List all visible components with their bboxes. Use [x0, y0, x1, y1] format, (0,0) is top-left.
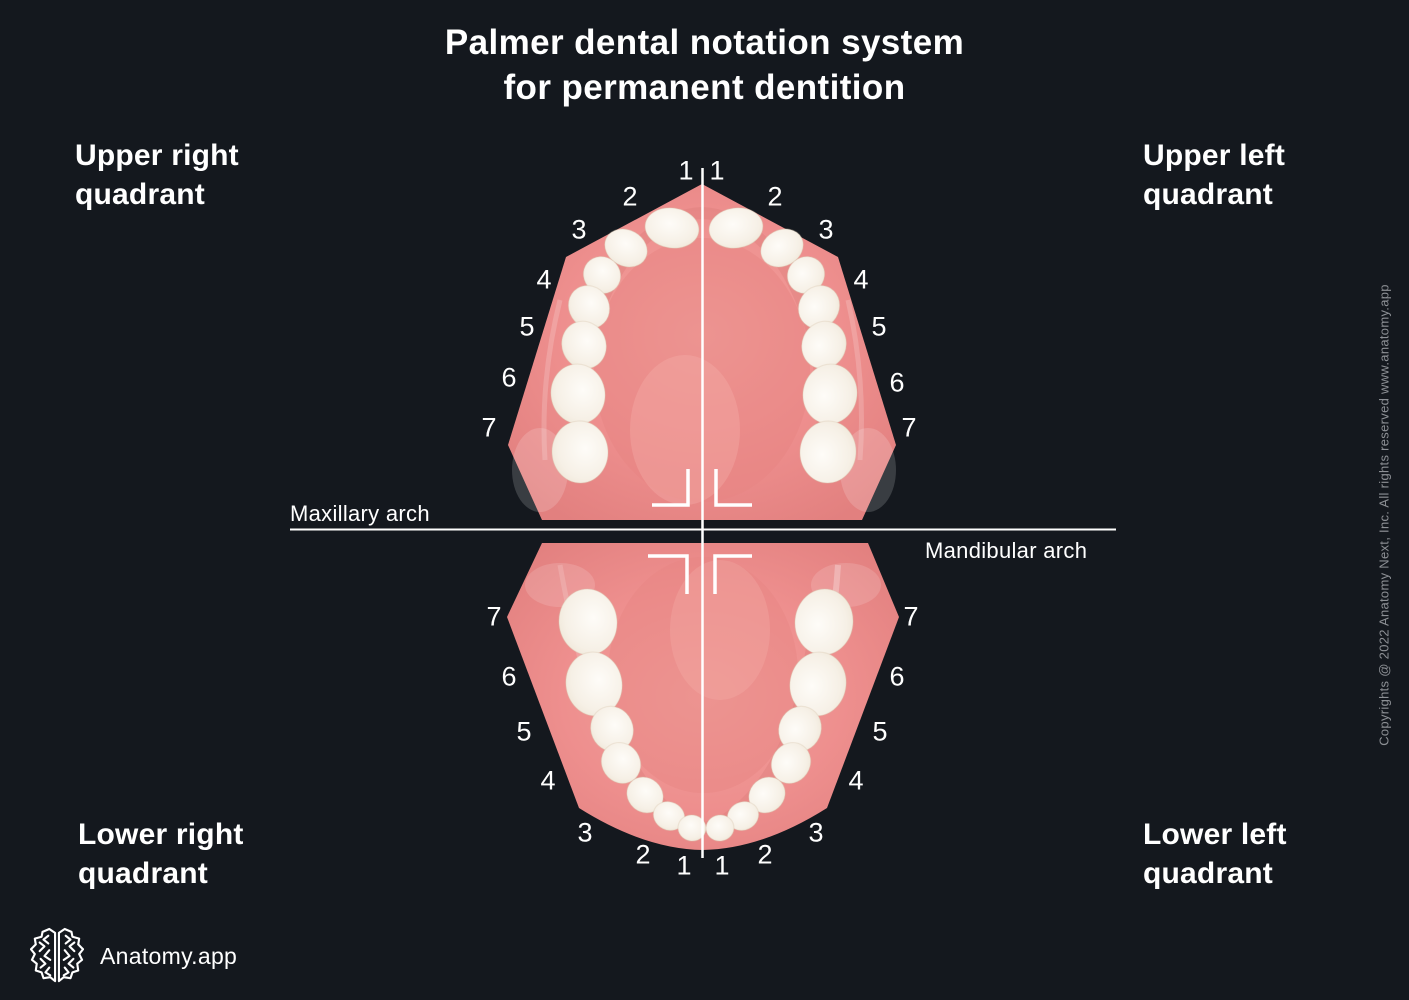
- tooth-number-lower_right-6: 6: [501, 661, 517, 692]
- tooth-number-lower_right-5: 5: [516, 716, 532, 747]
- tooth-number-lower_left-7: 7: [903, 601, 919, 632]
- tooth-number-upper_right-1: 1: [678, 155, 694, 186]
- tooth-number-upper_right-5: 5: [519, 311, 535, 342]
- tooth-number-lower_right-2: 2: [635, 839, 651, 870]
- tooth-number-lower_left-2: 2: [757, 839, 773, 870]
- tooth-number-lower_right-7: 7: [486, 601, 502, 632]
- tooth-number-lower_left-1: 1: [714, 850, 730, 881]
- tooth-number-upper_left-2: 2: [767, 181, 783, 212]
- label-upper-right-quadrant: Upper right quadrant: [75, 139, 239, 211]
- tooth-number-lower_right-4: 4: [540, 765, 556, 796]
- brain-logo-icon: [30, 927, 84, 983]
- copyright-text: Copyrights @ 2022 Anatomy Next, Inc. All…: [1376, 284, 1392, 746]
- tooth-number-lower_left-6: 6: [889, 661, 905, 692]
- footer-brand: Anatomy.app: [30, 927, 237, 985]
- tooth-number-upper_left-5: 5: [871, 311, 887, 342]
- palmer-brackets: [648, 469, 752, 594]
- brand-name: Anatomy.app: [100, 942, 238, 969]
- tooth-number-lower_right-3: 3: [577, 817, 593, 848]
- page-title: Palmer dental notation system for perman…: [0, 20, 1409, 110]
- page-title-line1: Palmer dental notation system: [444, 23, 965, 62]
- palmer-bracket-lower-right: [648, 554, 689, 594]
- tooth-number-lower_left-4: 4: [848, 765, 864, 796]
- tooth-number-lower_left-3: 3: [808, 817, 824, 848]
- tooth-number-upper_left-4: 4: [853, 264, 869, 295]
- tooth-number-upper_right-3: 3: [571, 214, 587, 245]
- label-upper-left-quadrant: Upper left quadrant: [1143, 139, 1286, 211]
- label-lower-right-quadrant: Lower right quadrant: [78, 818, 244, 890]
- tooth-number-upper_left-7: 7: [901, 412, 917, 443]
- tooth-number-upper_right-4: 4: [536, 264, 552, 295]
- tooth-number-upper_right-2: 2: [622, 181, 638, 212]
- tooth-number-upper_right-6: 6: [501, 362, 517, 393]
- tooth-number-upper_left-6: 6: [889, 367, 905, 398]
- tooth-number-upper_left-3: 3: [818, 214, 834, 245]
- label-mandibular-arch: Mandibular arch: [925, 538, 1088, 563]
- palmer-bracket-upper-left: [714, 469, 752, 507]
- label-maxillary-arch: Maxillary arch: [290, 501, 430, 526]
- tooth-number-lower_left-5: 5: [872, 716, 888, 747]
- label-lower-left-quadrant: Lower left quadrant: [1143, 818, 1287, 890]
- tooth-number-upper_right-7: 7: [481, 412, 497, 443]
- tooth-number-upper_left-1: 1: [709, 155, 725, 186]
- palmer-bracket-lower-left: [713, 554, 752, 594]
- tooth-number-lower_right-1: 1: [676, 850, 692, 881]
- palmer-bracket-upper-right: [652, 469, 690, 507]
- page-title-line2: for permanent dentition: [503, 68, 906, 107]
